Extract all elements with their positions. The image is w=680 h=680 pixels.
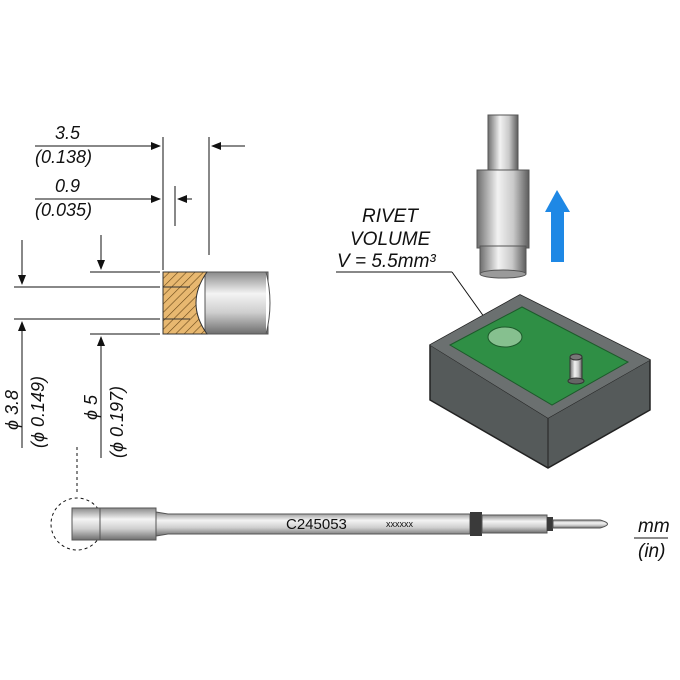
rivet-volume-label: RIVET VOLUME V = 5.5mm³ xyxy=(336,206,498,336)
up-arrow-icon xyxy=(545,190,570,262)
rivet-tool xyxy=(476,114,530,279)
tip-cross-section xyxy=(162,271,271,335)
dimension-inner-diameter: ϕ 3.8 (ϕ 0.149) xyxy=(2,240,160,448)
rivet-label-line1: RIVET xyxy=(362,206,419,227)
dimension-outer-diameter: ϕ 5 (ϕ 0.197) xyxy=(81,235,160,458)
dimension-width-top: 3.5 (0.138) xyxy=(35,123,245,270)
pcb-housing xyxy=(429,294,651,469)
outer-diameter-in: (ϕ 0.197) xyxy=(107,386,127,458)
unit-primary: mm xyxy=(638,516,670,537)
width-tip-in: (0.035) xyxy=(35,200,92,220)
units-label: mm (in) xyxy=(634,516,670,562)
dimension-width-tip: 0.9 (0.035) xyxy=(35,176,192,226)
inner-diameter-in: (ϕ 0.149) xyxy=(28,376,48,448)
rivet-label-line3: V = 5.5mm³ xyxy=(337,251,436,272)
cartridge-part-code: C245053 xyxy=(286,516,347,533)
rivet-label-line2: VOLUME xyxy=(350,229,431,250)
width-tip-mm: 0.9 xyxy=(55,176,80,196)
width-top-mm: 3.5 xyxy=(55,123,81,143)
outer-diameter-mm: ϕ 5 xyxy=(81,394,101,420)
cartridge-serial: xxxxxx xyxy=(386,519,414,529)
unit-secondary: (in) xyxy=(638,541,665,562)
cartridge: C245053 xxxxxx xyxy=(71,507,608,541)
inner-diameter-mm: ϕ 3.8 xyxy=(2,390,22,430)
width-top-in: (0.138) xyxy=(35,147,92,167)
